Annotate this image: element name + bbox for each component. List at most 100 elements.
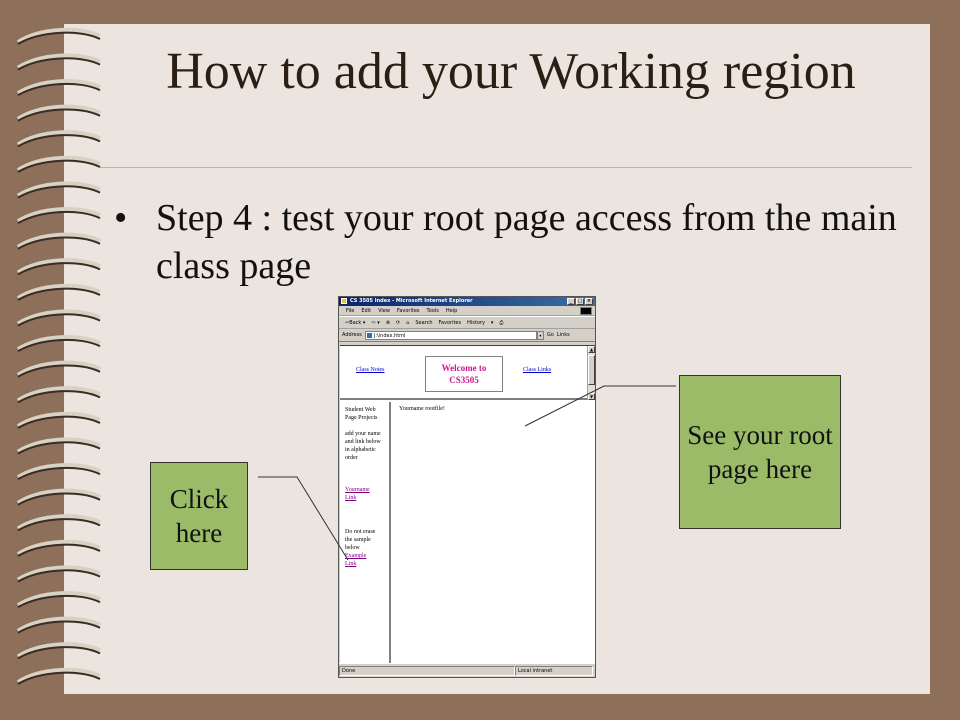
spiral-ring-shadow [17,569,101,583]
spiral-ring [16,78,101,95]
browser-title-bar: CS 3505 Index - Microsoft Internet Explo… [339,297,595,306]
spiral-ring-shadow [17,415,101,429]
links-button[interactable]: Links [556,332,570,338]
address-input[interactable]: J:\index.html [364,330,537,340]
top-frame: Class Notes Welcome to CS3505 Class Link… [340,346,587,400]
welcome-banner: Welcome to CS3505 [425,356,503,392]
spiral-ring-shadow [17,262,101,276]
title-divider [100,167,912,168]
spiral-ring [16,130,101,147]
root-file-text: Yourname rootfile! [399,406,445,412]
browser-window-title: CS 3505 Index - Microsoft Internet Explo… [350,298,473,304]
slide-title: How to add your Working region [166,43,856,100]
welcome-line2: CS3505 [449,375,479,385]
top-frame-scrollbar[interactable]: ▲ ▼ [587,346,595,400]
spiral-ring [16,667,101,684]
scroll-up-icon[interactable]: ▲ [588,346,595,353]
spiral-ring-shadow [17,108,101,122]
spiral-rings [16,27,101,685]
bullet-text: Step 4 : test your root page access from… [156,197,897,287]
spiral-ring-shadow [17,236,101,250]
spiral-ring [16,27,101,44]
class-links-link[interactable]: Class Links [523,367,552,373]
spiral-ring-shadow [17,466,101,481]
home-icon[interactable]: ⌂ [406,319,410,326]
yourname-link[interactable]: Yourname Link [345,487,370,501]
stop-icon[interactable]: ⊗ [385,319,390,326]
forward-button[interactable]: ⇨ ▾ [371,319,380,326]
ie-icon [341,298,347,304]
status-bar: Done Local intranet [339,663,595,677]
do-not-erase-text: Do not erase the sample below [345,529,376,551]
see-root-callout: See your root page here [679,375,841,529]
spiral-ring [16,488,101,505]
spiral-ring [16,437,101,454]
print-icon[interactable]: ⎙ [499,319,504,326]
class-notes-link[interactable]: Class Notes [356,367,385,373]
browser-content: Class Notes Welcome to CS3505 Class Link… [340,345,595,664]
scroll-thumb[interactable] [588,355,595,385]
maximize-button[interactable]: □ [576,298,584,305]
spiral-ring-shadow [17,159,101,173]
spiral-ring [16,616,101,633]
windows-logo-icon [580,307,592,315]
spiral-ring [16,539,101,556]
mail-dropdown-icon[interactable]: ▾ [490,319,494,326]
see-root-text: See your root page here [687,420,833,484]
spiral-ring-shadow [17,518,101,532]
click-here-text: Click here [169,484,229,548]
close-button[interactable]: × [585,298,593,305]
browser-toolbar: ⇦Back ▾ ⇨ ▾ ⊗ ⟳ ⌂ Search Favorites Histo… [339,316,595,329]
welcome-line1: Welcome to [441,363,487,373]
spiral-ring [16,386,101,403]
spiral-ring [16,334,101,351]
history-button[interactable]: History [467,319,485,326]
spiral-ring-shadow [17,594,101,609]
address-dropdown-icon[interactable]: ▾ [536,330,544,340]
right-frame: Yourname rootfile! [393,402,595,664]
address-label: Address [342,332,362,338]
scroll-down-icon[interactable]: ▼ [588,393,595,400]
spiral-ring-shadow [17,390,101,404]
spiral-ring [16,360,101,377]
refresh-icon[interactable]: ⟳ [395,319,401,326]
minimize-button[interactable]: _ [567,298,575,305]
spiral-ring-shadow [17,82,101,97]
spiral-ring-shadow [17,646,101,660]
spiral-ring [16,104,101,121]
spiral-ring [16,232,101,249]
menu-help[interactable]: Help [445,308,458,314]
menu-edit[interactable]: Edit [361,308,372,314]
favorites-button[interactable]: Favorites [438,319,462,326]
back-button[interactable]: ⇦Back ▾ [345,319,366,326]
spiral-ring [16,462,101,479]
status-zone: Local intranet [515,665,593,676]
spiral-ring [16,411,101,428]
spiral-ring-shadow [17,134,101,148]
menu-view[interactable]: View [378,308,390,314]
spiral-ring-shadow [17,31,101,45]
address-bar: Address J:\index.html ▾ Go Links [339,329,595,342]
spiral-ring [16,181,101,198]
spiral-ring-shadow [17,543,101,557]
spiral-ring-shadow [17,313,101,327]
menu-file[interactable]: File [346,308,355,314]
search-button[interactable]: Search [415,319,433,326]
spiral-ring-shadow [17,364,101,378]
spiral-ring [16,565,101,582]
status-done: Done [339,665,515,676]
go-button[interactable]: Go [546,332,554,338]
spiral-ring [16,155,101,172]
spiral-ring-shadow [17,287,101,301]
spiral-ring-shadow [17,492,101,506]
instructions-text: add your name and link below in alphabet… [345,431,381,461]
spiral-binding [16,27,101,685]
spiral-ring-shadow [17,441,101,455]
spiral-ring [16,309,101,326]
menu-tools[interactable]: Tools [426,308,439,314]
spiral-ring [16,206,101,223]
spiral-ring-shadow [17,620,101,634]
example-link[interactable]: Example Link [345,553,367,567]
menu-favorites[interactable]: Favorites [396,308,420,314]
bullet-marker: • [114,197,128,239]
